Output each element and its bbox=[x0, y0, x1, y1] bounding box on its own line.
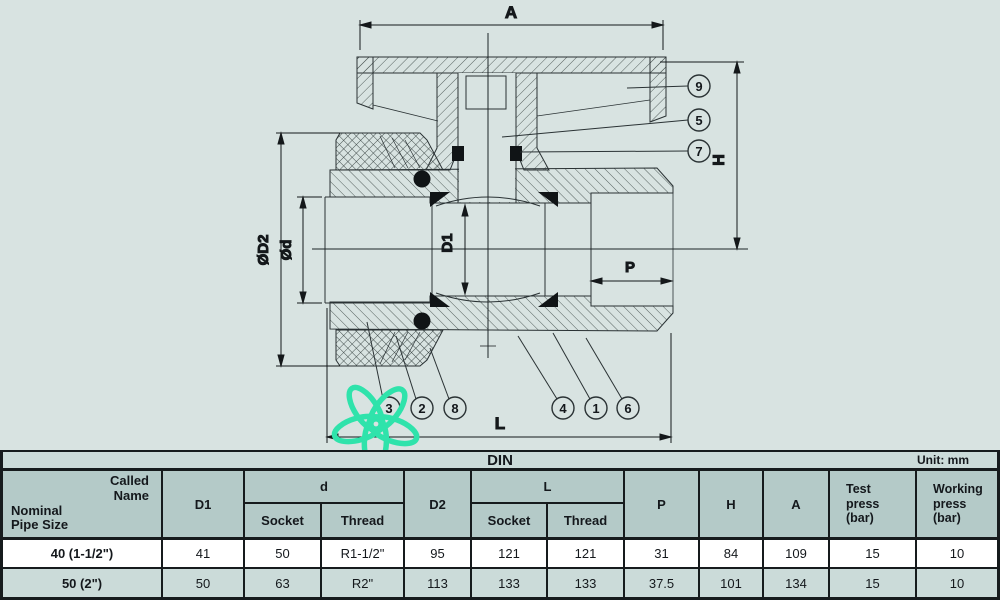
table-row-cell: R2" bbox=[322, 569, 405, 597]
callout-4: 4 bbox=[551, 396, 575, 420]
header-d-socket: Socket bbox=[245, 504, 322, 540]
union-oring-top bbox=[413, 170, 431, 188]
table-row-cell: 50 (2") bbox=[3, 569, 163, 597]
table-row-cell: 134 bbox=[764, 569, 830, 597]
svg-text:8: 8 bbox=[451, 401, 458, 416]
dim-label-l: L bbox=[495, 414, 505, 433]
svg-text:7: 7 bbox=[695, 144, 702, 159]
dim-label-p: P bbox=[625, 259, 635, 276]
corner-nominal-pipe-size: Nominal Pipe Size bbox=[11, 502, 69, 533]
callout-9: 9 bbox=[687, 74, 711, 98]
table-row-cell: 109 bbox=[764, 540, 830, 569]
table-row-cell: 84 bbox=[700, 540, 764, 569]
table-row-cell: 50 bbox=[245, 540, 322, 569]
header-d-thread: Thread bbox=[322, 504, 405, 540]
table-row-cell: 121 bbox=[472, 540, 548, 569]
table-row-cell: 95 bbox=[405, 540, 472, 569]
callout-2: 2 bbox=[410, 396, 434, 420]
header-l-group: L bbox=[472, 471, 625, 504]
table-row-cell: 63 bbox=[245, 569, 322, 597]
svg-text:5: 5 bbox=[695, 113, 702, 128]
stem-oring-right bbox=[510, 146, 522, 161]
dim-label-od2: ØD2 bbox=[255, 235, 272, 266]
header-d1: D1 bbox=[163, 471, 245, 540]
svg-text:2: 2 bbox=[418, 401, 425, 416]
table-row-cell: 50 bbox=[163, 569, 245, 597]
ball-seat-top-right bbox=[538, 192, 558, 207]
table-row-cell: 113 bbox=[405, 569, 472, 597]
corner-header-cell: Called Name Nominal Pipe Size bbox=[3, 471, 163, 540]
ball-seat-top-left bbox=[430, 192, 450, 207]
callout-8: 8 bbox=[443, 396, 467, 420]
callout-6: 6 bbox=[616, 396, 640, 420]
callout-5: 5 bbox=[687, 108, 711, 132]
valve-cross-section: A H ØD2 Ød D1 bbox=[254, 2, 748, 450]
unit-label: Unit: mm bbox=[917, 453, 969, 467]
valve-technical-drawing: A H ØD2 Ød D1 bbox=[254, 2, 748, 450]
callout-1: 1 bbox=[584, 396, 608, 420]
spec-table: DIN Unit: mm Called Name Nominal Pipe Si… bbox=[0, 450, 1000, 600]
header-l-socket: Socket bbox=[472, 504, 548, 540]
header-working-press: Working press (bar) bbox=[917, 471, 997, 540]
table-row-cell: 133 bbox=[548, 569, 625, 597]
corner-called-name: Called Name bbox=[109, 473, 149, 503]
callout-7: 7 bbox=[687, 139, 711, 163]
ball-seat-bottom-right bbox=[538, 292, 558, 307]
callouts: 9 5 7 3 2 8 4 1 bbox=[377, 74, 711, 420]
header-p: P bbox=[625, 471, 700, 540]
centerlines bbox=[312, 33, 748, 358]
dim-label-d1: D1 bbox=[439, 233, 456, 252]
dim-label-od: Ød bbox=[278, 240, 295, 261]
svg-text:4: 4 bbox=[559, 401, 567, 416]
table-row-cell: 37.5 bbox=[625, 569, 700, 597]
dim-label-h: H bbox=[711, 154, 728, 166]
dim-A: A bbox=[358, 3, 665, 50]
dim-Od: Ød bbox=[278, 195, 322, 305]
dim-D1: D1 bbox=[439, 203, 469, 296]
header-a: A bbox=[764, 471, 830, 540]
table-row-cell: 133 bbox=[472, 569, 548, 597]
svg-text:6: 6 bbox=[624, 401, 631, 416]
header-test-press: Test press (bar) bbox=[830, 471, 917, 540]
table-row-cell: 101 bbox=[700, 569, 764, 597]
handle bbox=[356, 56, 667, 171]
dim-label-a: A bbox=[505, 3, 517, 22]
table-row-cell: R1-1/2" bbox=[322, 540, 405, 569]
stem-oring-left bbox=[452, 146, 464, 161]
callout-leaders bbox=[366, 85, 689, 400]
union-oring-bottom bbox=[413, 312, 431, 330]
ball-seat-bottom-left bbox=[430, 292, 450, 307]
table-row-cell: 10 bbox=[917, 540, 997, 569]
seals bbox=[413, 146, 558, 330]
left-socket-bore bbox=[324, 196, 430, 304]
svg-text:3: 3 bbox=[385, 401, 392, 416]
table-row-cell: 121 bbox=[548, 540, 625, 569]
svg-text:1: 1 bbox=[592, 401, 599, 416]
table-row-cell: 15 bbox=[830, 540, 917, 569]
brand-logo bbox=[331, 384, 420, 450]
table-row-cell: 15 bbox=[830, 569, 917, 597]
dimensions: A H ØD2 Ød D1 bbox=[255, 3, 744, 443]
dim-H: H bbox=[660, 60, 744, 251]
table-row-cell: 10 bbox=[917, 569, 997, 597]
table-row-cell: 41 bbox=[163, 540, 245, 569]
header-h: H bbox=[700, 471, 764, 540]
union-nut bbox=[335, 132, 444, 367]
dim-P: P bbox=[589, 259, 674, 285]
header-d-group: d bbox=[245, 471, 405, 504]
svg-text:9: 9 bbox=[695, 79, 702, 94]
table-title: DIN bbox=[487, 451, 513, 469]
stem-square-top bbox=[465, 75, 507, 110]
table-title-bar: DIN Unit: mm bbox=[3, 452, 997, 471]
table-row-cell: 40 (1-1/2") bbox=[3, 540, 163, 569]
header-d2: D2 bbox=[405, 471, 472, 540]
header-l-thread: Thread bbox=[548, 504, 625, 540]
dim-OD2: ØD2 bbox=[255, 131, 340, 368]
table-row-cell: 31 bbox=[625, 540, 700, 569]
